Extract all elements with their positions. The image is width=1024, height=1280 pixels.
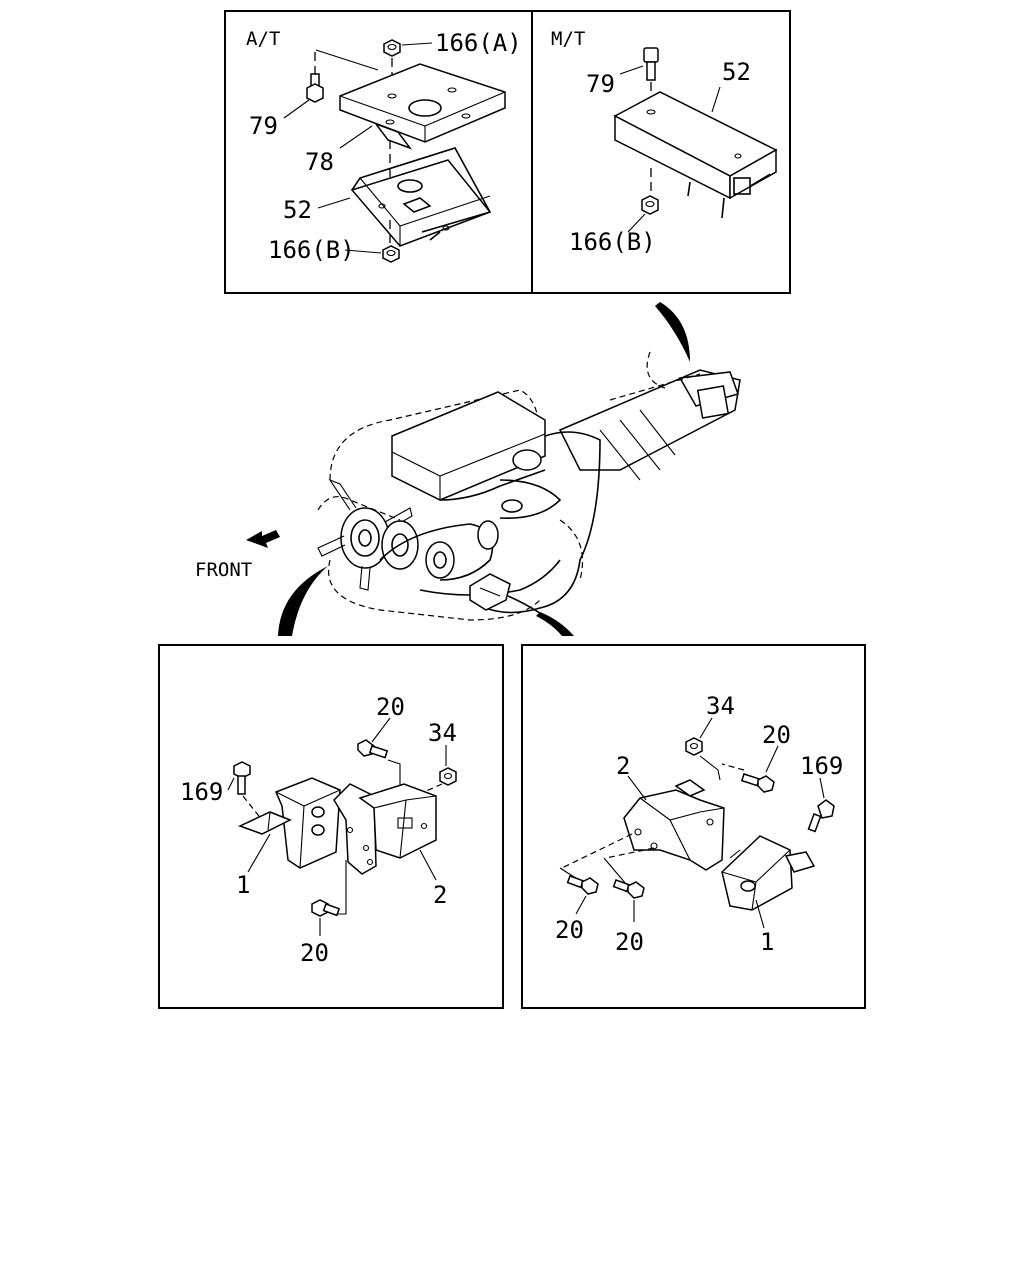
- mt-callout-52: 52: [722, 58, 751, 86]
- fr-bolt-20-mid-icon: [612, 879, 645, 899]
- front-right-frame-border: [521, 644, 866, 1009]
- at-callout-78: 78: [305, 148, 334, 176]
- fl-bolt-20-top-icon: [357, 739, 389, 759]
- fl-leader-20-top: [371, 717, 391, 743]
- front-left-frame-border: [158, 644, 504, 1009]
- pointer-arc-left: [278, 566, 328, 636]
- fr-callout-2: 2: [616, 752, 630, 780]
- fl-callout-1: 1: [236, 871, 250, 899]
- fr-leader-2: [627, 775, 647, 801]
- at-leader-166a: [401, 42, 433, 46]
- at-panel: A/T 166(A) 79: [246, 28, 522, 264]
- fr-leader-20-left: [575, 895, 587, 915]
- transmission-mount-frame: [224, 10, 791, 294]
- at-bolt-link: [315, 49, 379, 71]
- mt-nut-166b-icon: [641, 195, 659, 215]
- fr-leader-34: [699, 717, 713, 739]
- fl-bolt-169-icon: [233, 761, 251, 795]
- fl-mount-1-icon: [238, 777, 341, 869]
- mt-panel: M/T 79 52 166(B): [551, 28, 778, 256]
- fl-callout-169: 169: [180, 778, 223, 806]
- at-insulator-78-icon: [339, 63, 506, 150]
- fr-callout-169: 169: [800, 752, 843, 780]
- mt-leader-166b: [627, 213, 646, 233]
- engine-valve-cover: [391, 391, 546, 501]
- fr-leader-169: [819, 777, 825, 799]
- fr-bolt-20-left-icon: [566, 875, 599, 895]
- fl-bracket-2-icon: [333, 783, 437, 875]
- at-leader-52: [317, 197, 351, 209]
- at-callout-79: 79: [249, 112, 278, 140]
- front-right-mount-panel: 34 20 169 2: [521, 644, 866, 1009]
- fr-mount-1-icon: [721, 835, 816, 911]
- fl-leader-2: [419, 849, 437, 881]
- fl-bolt-20-bottom-icon: [311, 899, 341, 917]
- engine-assembly-illustration: FRONT: [195, 302, 741, 636]
- fr-bracket-2-icon: [623, 779, 725, 871]
- top-frame-border: [224, 10, 791, 294]
- mt-bracket-52-icon: [613, 91, 778, 219]
- fr-leader-1: [755, 899, 765, 929]
- at-leader-78: [339, 125, 373, 149]
- at-bolt-79-icon: [306, 73, 324, 103]
- mt-panel-title: M/T: [551, 28, 585, 50]
- at-panel-title: A/T: [246, 28, 280, 50]
- at-nut-166b-icon: [382, 245, 400, 263]
- front-arrow-icon: [246, 530, 280, 548]
- fl-leader-1: [247, 833, 271, 873]
- at-nut-166a-icon: [383, 39, 401, 57]
- fr-bolt-20-top-icon: [740, 773, 775, 793]
- fl-nut-34-icon: [439, 767, 457, 786]
- fr-callout-20-top: 20: [762, 721, 791, 749]
- fr-nut-34-icon: [685, 737, 703, 756]
- fr-callout-1: 1: [760, 928, 774, 956]
- front-left-mount-panel: 20 34 169 1: [158, 644, 504, 1009]
- fl-callout-20-top: 20: [376, 693, 405, 721]
- at-callout-52: 52: [283, 196, 312, 224]
- front-direction-label: FRONT: [195, 559, 252, 581]
- mt-leader-52: [711, 86, 721, 113]
- fr-callout-20-mid: 20: [615, 928, 644, 956]
- at-leader-166b: [344, 249, 382, 254]
- fl-callout-2: 2: [433, 881, 447, 909]
- fr-callout-34: 34: [706, 692, 735, 720]
- fl-leader-169: [227, 777, 235, 791]
- fr-leader-20-top: [765, 745, 779, 773]
- at-bracket-52-icon: [350, 147, 492, 247]
- at-callout-166a: 166(A): [435, 29, 522, 57]
- at-leader-79: [283, 99, 310, 119]
- fl-callout-34: 34: [428, 719, 457, 747]
- mt-callout-79: 79: [586, 70, 615, 98]
- mt-bolt-79-icon: [643, 47, 659, 81]
- pointer-arc-top: [655, 302, 690, 362]
- mt-callout-166b: 166(B): [569, 228, 656, 256]
- mt-leader-79: [619, 65, 644, 75]
- fr-bolt-169-icon: [807, 799, 835, 833]
- fl-callout-20-bottom: 20: [300, 939, 329, 967]
- at-callout-166b: 166(B): [268, 236, 355, 264]
- fr-callout-20-left: 20: [555, 916, 584, 944]
